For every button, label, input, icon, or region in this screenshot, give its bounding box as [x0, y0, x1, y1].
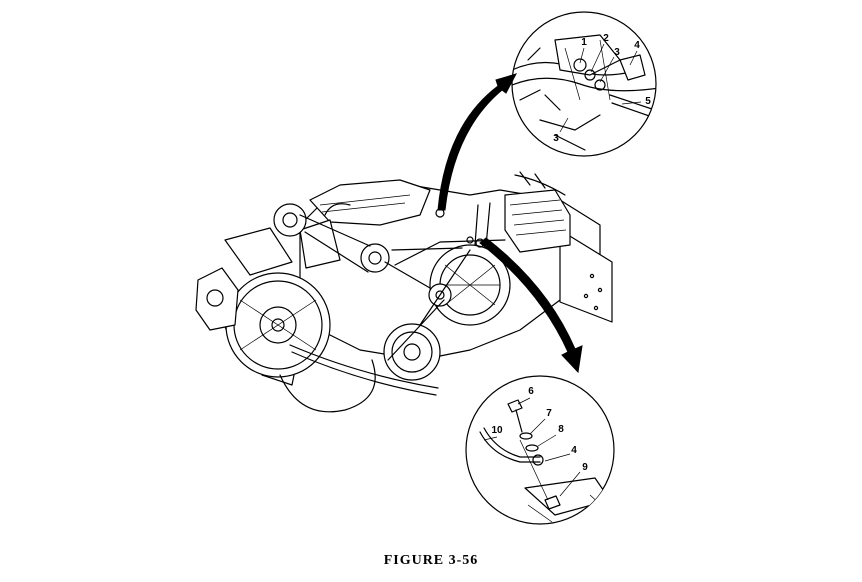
upper-callout-1: 1 — [581, 37, 587, 48]
upper-detail-inset: 1 2 3 4 5 3 — [511, 11, 657, 157]
engine-illustration — [195, 171, 613, 413]
upper-callout-5: 5 — [645, 96, 651, 107]
lower-callout-10: 10 — [491, 425, 503, 436]
upper-callout-4: 4 — [634, 40, 640, 51]
lower-callout-9: 9 — [582, 462, 588, 473]
upper-callout-3b: 3 — [553, 133, 559, 144]
lower-callout-8: 8 — [558, 424, 564, 435]
upper-callout-2: 2 — [603, 33, 609, 44]
upper-callout-arrow — [437, 73, 517, 211]
lower-callout-4: 4 — [571, 445, 577, 456]
upper-callout-3: 3 — [614, 47, 620, 58]
lower-detail-inset: 6 7 8 10 4 9 — [465, 375, 615, 525]
figure-caption: FIGURE 3-56 — [383, 553, 479, 568]
lower-callout-7: 7 — [546, 408, 552, 419]
lower-callout-arrow — [479, 237, 583, 374]
lower-callout-6: 6 — [528, 386, 534, 397]
